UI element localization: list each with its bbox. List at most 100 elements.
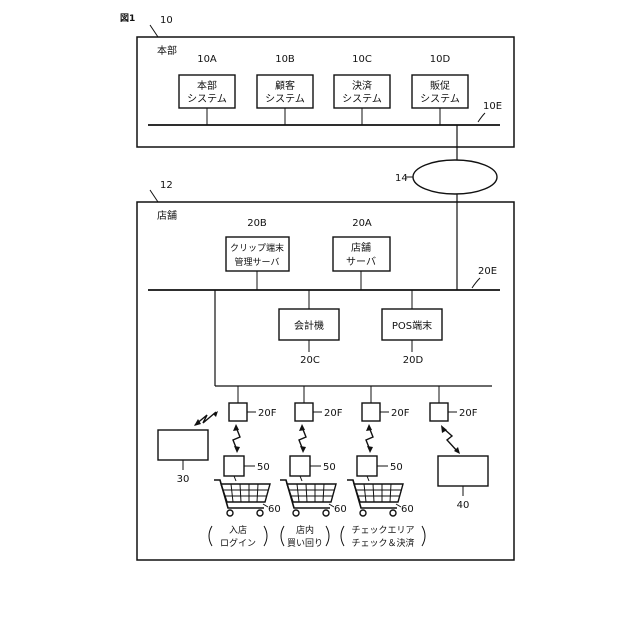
system-ref: 10D — [430, 54, 451, 65]
arrowhead — [441, 425, 447, 433]
stage-label-2: ログイン — [220, 537, 256, 549]
wireless-arrow-device-40 — [441, 425, 460, 454]
ap-box — [430, 403, 448, 421]
access-point-4: 20F — [430, 386, 478, 421]
ap-ref: 20F — [391, 408, 410, 419]
stage-label-2: チェック＆決済 — [351, 537, 414, 549]
wireless-arrow-terminal-3 — [366, 424, 373, 453]
stage-checkout: チェックエリア チェック＆決済 — [341, 525, 425, 549]
cart-icon — [280, 480, 336, 516]
cart-ref: 60 — [334, 504, 347, 515]
device-40-ref: 40 — [457, 500, 470, 511]
system-ref: 10B — [275, 54, 295, 65]
cart-ref: 60 — [401, 504, 414, 515]
wireless-arrow-device-30 — [194, 411, 218, 426]
clip-server-label-2: 管理サーバ — [235, 256, 280, 268]
arrowhead — [299, 424, 305, 431]
store-bus-leader — [472, 278, 480, 288]
terminal-mount — [300, 476, 302, 481]
shopping-cart-2: 60 — [280, 480, 347, 516]
system-label-2: システム — [420, 93, 460, 105]
cart-ref: 60 — [268, 504, 281, 515]
ap-box — [295, 403, 313, 421]
store-bus-ref: 20E — [478, 266, 497, 277]
store-title: 店舗 — [157, 209, 177, 222]
hq-bus-leader — [478, 113, 485, 122]
hq-leader — [150, 25, 158, 37]
access-point-3: 20F — [362, 386, 410, 421]
store-server-label-2: サーバ — [346, 256, 376, 268]
pos-ref: 20D — [403, 355, 424, 366]
system-label-2: システム — [342, 93, 382, 105]
paren-left — [281, 526, 284, 546]
shopping-cart-1: 60 — [214, 480, 281, 516]
wireless-arrow-terminal-2 — [299, 424, 306, 453]
device-30-box — [158, 430, 208, 460]
clip-server-label-1: クリップ端末 — [230, 242, 284, 254]
access-point-2: 20F — [295, 386, 343, 421]
paren-left — [341, 526, 344, 546]
hq-bus-ref: 10E — [483, 101, 502, 112]
hq-system-10c: 10C 決済 システム — [334, 54, 390, 125]
paren-right — [264, 526, 267, 546]
store-server-ref: 20A — [352, 218, 372, 229]
ap-ref: 20F — [459, 408, 478, 419]
stage-label-1: 店内 — [296, 524, 314, 536]
terminal-mount — [367, 476, 369, 481]
cart-icon — [347, 480, 403, 516]
system-label-2: システム — [187, 93, 227, 105]
system-label-2: システム — [265, 93, 305, 105]
access-point-1: 20F — [229, 386, 277, 421]
hq-system-10d: 10D 販促 システム — [412, 54, 468, 125]
store-leader — [150, 190, 158, 202]
arrowhead — [300, 446, 306, 453]
stage-label-1: チェックエリア — [351, 525, 414, 536]
terminal-box — [224, 456, 244, 476]
arrowhead — [234, 446, 240, 453]
terminal-mount — [234, 476, 236, 481]
ap-ref: 20F — [258, 408, 277, 419]
system-label-1: 本部 — [197, 79, 217, 92]
clip-terminal-2: 50 — [290, 456, 336, 481]
terminal-ref: 50 — [323, 462, 336, 473]
store-server-label-1: 店舗 — [351, 241, 371, 254]
checkout-label: 会計機 — [294, 319, 324, 332]
terminal-box — [357, 456, 377, 476]
store-ref: 12 — [160, 180, 173, 191]
stage-label-2: 買い回り — [287, 538, 323, 549]
device-40-box — [438, 456, 488, 486]
clip-terminal-3: 50 — [357, 456, 403, 481]
clip-terminal-1: 50 — [224, 456, 270, 481]
ap-box — [229, 403, 247, 421]
cart-icon — [214, 480, 270, 516]
arrowhead — [233, 424, 239, 431]
network-ellipse — [413, 160, 497, 194]
terminal-ref: 50 — [257, 462, 270, 473]
stage-shopping: 店内 買い回り — [281, 524, 329, 549]
system-label-1: 顧客 — [275, 79, 295, 92]
wireless-zigzag — [443, 428, 458, 452]
pos-label: POS端末 — [392, 319, 432, 332]
figure-label: 図1 — [120, 13, 135, 24]
paren-left — [209, 526, 212, 546]
checkout-ref: 20C — [300, 355, 320, 366]
stage-label-1: 入店 — [229, 524, 247, 536]
terminal-ref: 50 — [390, 462, 403, 473]
wireless-arrow-terminal-1 — [233, 424, 240, 453]
shopping-cart-3: 60 — [347, 480, 414, 516]
hq-system-10b: 10B 顧客 システム — [257, 54, 313, 125]
ap-box — [362, 403, 380, 421]
stage-entry: 入店 ログイン — [209, 524, 267, 549]
system-ref: 10C — [352, 54, 372, 65]
terminal-box — [290, 456, 310, 476]
clip-server-ref: 20B — [247, 218, 267, 229]
device-30-ref: 30 — [177, 474, 190, 485]
arrowhead — [367, 446, 373, 453]
system-ref: 10A — [197, 54, 217, 65]
system-label-1: 決済 — [352, 79, 372, 92]
system-label-1: 販促 — [430, 79, 450, 92]
hq-title: 本部 — [157, 44, 177, 57]
paren-right — [422, 526, 425, 546]
paren-right — [326, 526, 329, 546]
